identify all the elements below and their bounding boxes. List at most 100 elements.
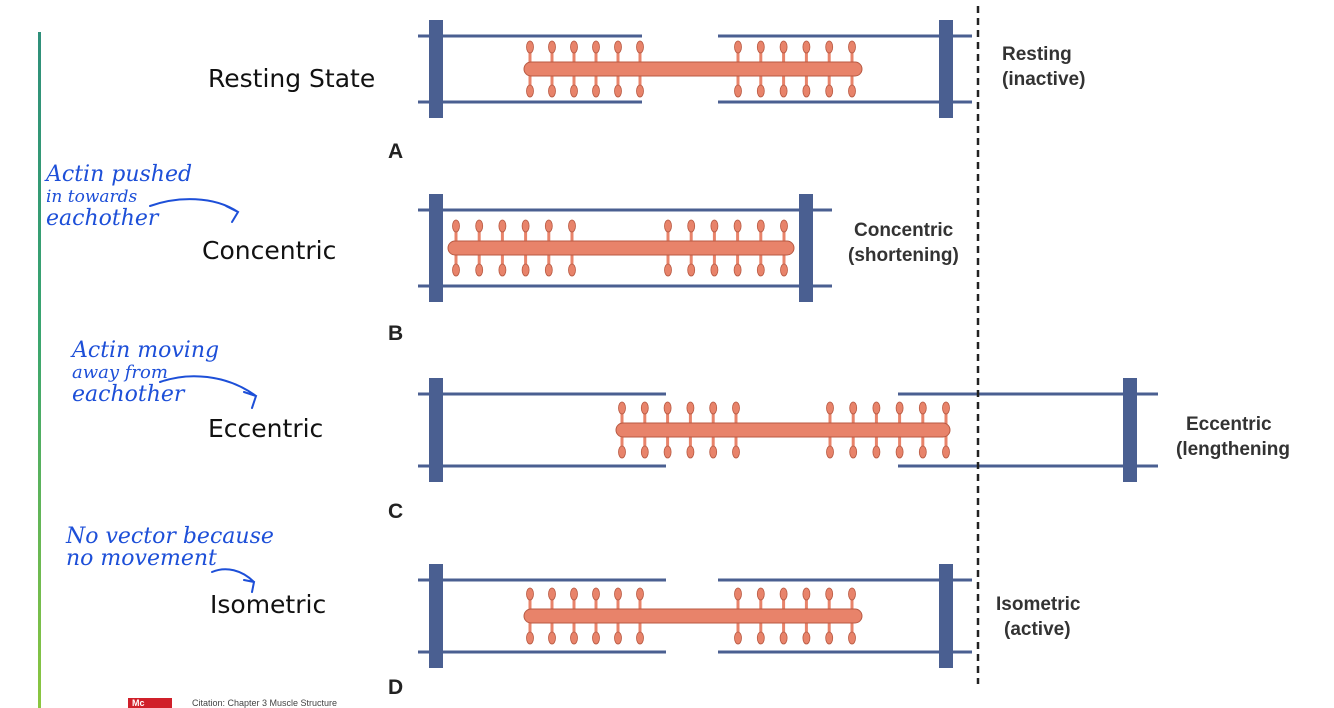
- z-disc: [429, 194, 443, 302]
- myosin-head: [614, 84, 622, 98]
- myosin-head: [640, 401, 649, 415]
- side-label-line: Isometric: [996, 594, 1081, 615]
- myosin-head: [895, 401, 904, 415]
- side-label-line: (inactive): [1002, 69, 1086, 90]
- myosin-head: [663, 445, 672, 459]
- side-label-isometric: Isometric (active): [996, 592, 1080, 642]
- annotation-line: in towards: [46, 187, 138, 207]
- myosin-head: [686, 445, 695, 459]
- myosin-head: [592, 84, 600, 98]
- panel-letter-a: A: [388, 140, 404, 163]
- myosin-head: [544, 219, 553, 233]
- myosin-head: [918, 401, 927, 415]
- myosin-head: [942, 445, 950, 459]
- myosin-head: [756, 263, 765, 277]
- myosin-head: [849, 401, 858, 415]
- state-label-concentric: Concentric: [202, 236, 337, 265]
- myosin-head: [756, 219, 765, 233]
- myosin-head: [548, 631, 556, 645]
- myosin-head: [475, 263, 484, 277]
- myosin-head: [756, 40, 765, 54]
- myosin-head: [570, 84, 578, 98]
- myosin-head: [732, 401, 740, 415]
- myosin-head: [709, 401, 718, 415]
- annotation-concentric: Actin pushed in towards eachother: [46, 164, 192, 230]
- myosin-head: [452, 219, 460, 233]
- myosin-head: [826, 401, 834, 415]
- annotation-line: eachother: [72, 382, 185, 407]
- myosin-head: [548, 40, 556, 54]
- myosin-head: [640, 445, 649, 459]
- side-label-concentric: Concentric (shortening): [848, 218, 959, 268]
- panel-letter-d: D: [388, 676, 404, 699]
- myosin-head: [636, 631, 644, 645]
- myosin-head: [733, 219, 742, 233]
- publisher-logo: [128, 698, 172, 708]
- side-label-line: (shortening): [848, 245, 959, 266]
- side-label-line: (active): [1004, 619, 1071, 640]
- myosin-head: [526, 631, 534, 645]
- myosin-head: [592, 631, 600, 645]
- myosin-head: [732, 445, 740, 459]
- myosin-head: [734, 631, 742, 645]
- z-disc: [429, 564, 443, 668]
- state-label-eccentric: Eccentric: [208, 414, 324, 443]
- myosin-head: [618, 401, 626, 415]
- myosin-head: [780, 263, 788, 277]
- myosin-filament: [447, 240, 795, 256]
- myosin-head: [498, 263, 507, 277]
- myosin-head: [825, 84, 834, 98]
- myosin-head: [734, 587, 742, 601]
- myosin-head: [848, 40, 856, 54]
- panel-letter-c: C: [388, 500, 404, 523]
- myosin-head: [734, 84, 742, 98]
- myosin-head: [686, 401, 695, 415]
- myosin-filament: [523, 608, 863, 624]
- state-label-isometric: Isometric: [210, 590, 327, 619]
- myosin-head: [592, 40, 600, 54]
- myosin-head: [709, 445, 718, 459]
- myosin-head: [570, 631, 578, 645]
- myosin-head: [872, 445, 881, 459]
- myosin-head: [756, 84, 765, 98]
- myosin-head: [825, 587, 834, 601]
- myosin-head: [664, 219, 672, 233]
- side-label-resting: Resting (inactive): [1002, 42, 1085, 92]
- myosin-head: [663, 401, 672, 415]
- myosin-head: [452, 263, 460, 277]
- annotation-arrow-icon: [159, 375, 258, 409]
- myosin-head: [802, 631, 811, 645]
- myosin-head: [733, 263, 742, 277]
- myosin-head: [568, 219, 576, 233]
- myosin-head: [636, 40, 644, 54]
- z-disc: [429, 20, 443, 118]
- annotation-line: no movement: [66, 546, 217, 571]
- myosin-head: [825, 40, 834, 54]
- myosin-head: [526, 587, 534, 601]
- myosin-head: [521, 219, 530, 233]
- myosin-head: [614, 40, 622, 54]
- myosin-head: [570, 40, 578, 54]
- myosin-head: [521, 263, 530, 277]
- myosin-head: [779, 40, 788, 54]
- myosin-head: [664, 263, 672, 277]
- annotation-isometric: No vector because no movement: [66, 526, 274, 570]
- myosin-head: [779, 587, 788, 601]
- myosin-head: [756, 631, 765, 645]
- myosin-head: [548, 84, 556, 98]
- myosin-head: [710, 263, 719, 277]
- myosin-head: [592, 587, 600, 601]
- myosin-head: [826, 445, 834, 459]
- panel-letter-b: B: [388, 322, 404, 345]
- annotation-line: eachother: [46, 206, 159, 231]
- myosin-head: [802, 40, 811, 54]
- myosin-head: [918, 445, 927, 459]
- side-label-line: (lengthening: [1176, 439, 1290, 460]
- publisher-logo-text: Mc: [132, 698, 145, 708]
- myosin-head: [780, 219, 788, 233]
- myosin-head: [756, 587, 765, 601]
- citation-text: Citation: Chapter 3 Muscle Structure: [192, 698, 338, 708]
- myosin-head: [475, 219, 484, 233]
- side-label-line: Resting: [1002, 44, 1072, 65]
